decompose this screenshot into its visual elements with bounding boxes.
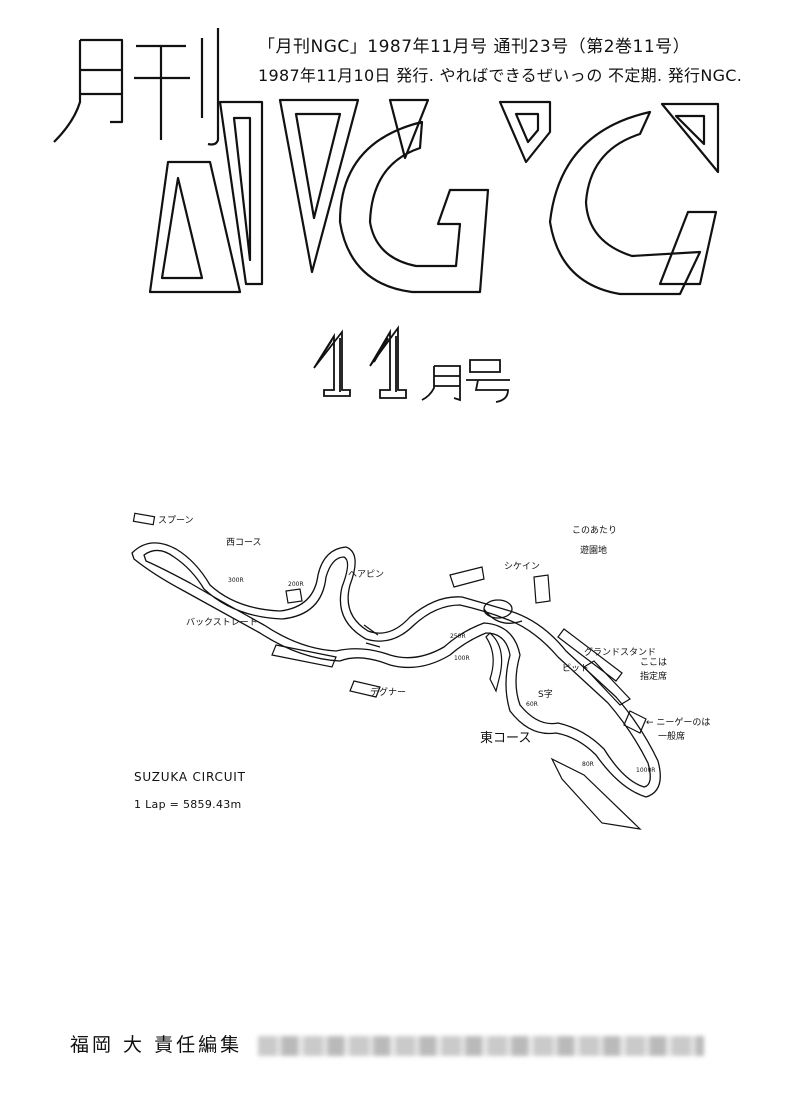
editor-credit: 福岡 大 責任編集 (70, 1034, 243, 1056)
issue-month-title (313, 325, 510, 403)
redacted-text (258, 1036, 704, 1056)
label-spoon: スプーン (158, 516, 194, 526)
label-degner: デグナー (370, 688, 407, 698)
label-here-note: ここは (640, 658, 668, 668)
label-amusement-note: このあたり (572, 526, 618, 536)
label-60r: 60R (526, 701, 538, 708)
label-100r: 100R (454, 655, 470, 662)
label-grandstand: グランドスタンド (584, 648, 657, 658)
label-backstretch: バックストレート (186, 618, 258, 628)
label-80r: 80R (582, 761, 594, 768)
circuit-track-drawing (131, 512, 661, 830)
circuit-name: SUZUKA CIRCUIT (134, 770, 246, 784)
label-s-curve: S字 (538, 690, 553, 700)
label-hairpin: ヘアピン (348, 570, 385, 580)
issue-header-line-2: 1987年11月10日 発行. やればできるぜいっの 不定期. 発行NGC. (258, 66, 743, 85)
label-250r: 250R (450, 633, 466, 640)
label-west-course: 西コース (226, 538, 262, 548)
label-200r: 200R (288, 581, 304, 588)
issue-header-line-1: 「月刊NGC」1987年11月号 通刊23号（第2巻11号） (258, 37, 691, 57)
label-pit: ピット (562, 664, 590, 674)
label-1000r: 1000R (636, 767, 656, 774)
label-chicane: シケイン (504, 562, 540, 572)
label-300r: 300R (228, 577, 244, 584)
label-general-seats: 一般席 (658, 732, 686, 742)
label-general-arrow: ← ニーゲーのは (646, 718, 711, 728)
circuit-lap-length: 1 Lap = 5859.43m (134, 798, 242, 811)
ngc-logo (53, 28, 720, 296)
suzuka-circuit-map: スプーン 西コース バックストレート ヘアピン デグナー シケイン このあたり … (110, 505, 720, 835)
label-reserved-seats: 指定席 (640, 672, 668, 682)
label-amusement-park: 遊園地 (580, 546, 608, 556)
label-east-course: 東コース (480, 731, 532, 746)
